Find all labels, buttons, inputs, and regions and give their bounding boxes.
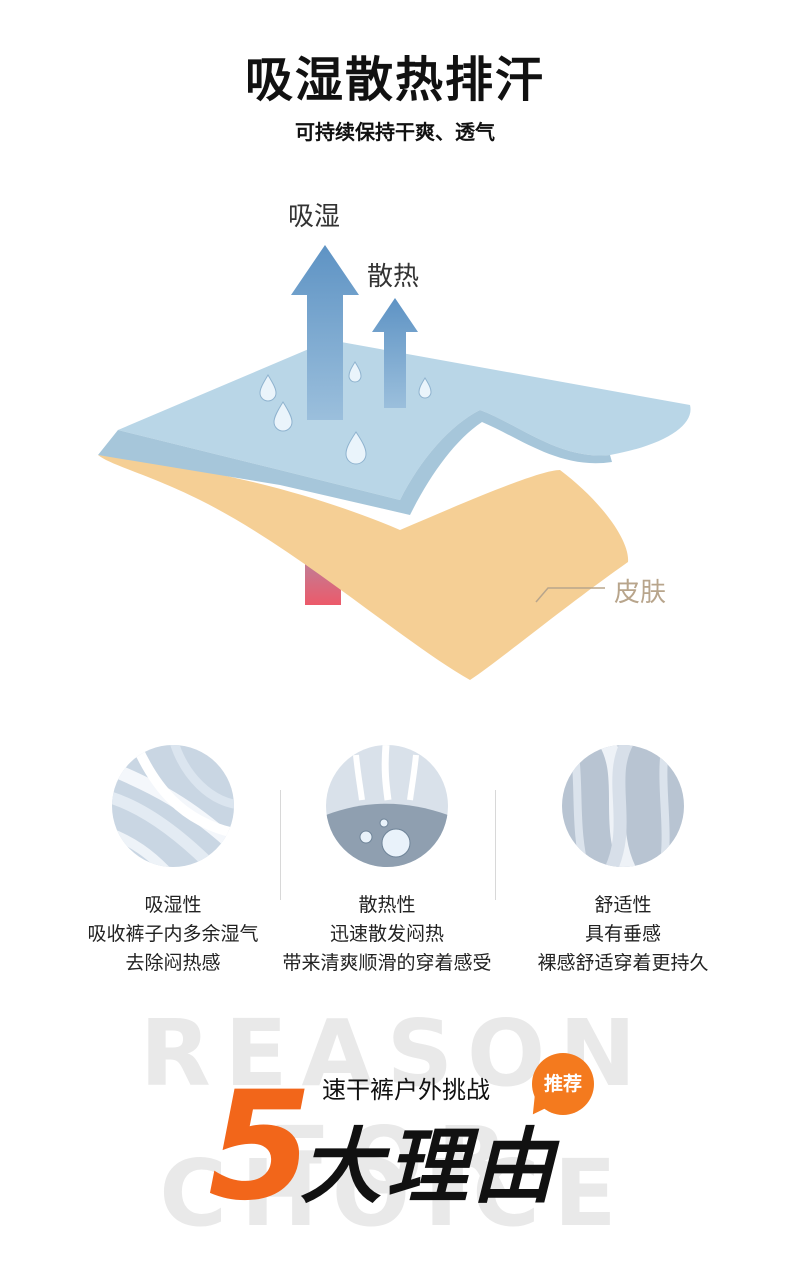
fabric-diagram	[98, 245, 691, 680]
water-drop	[418, 377, 432, 399]
skin-label: 皮肤	[614, 578, 667, 608]
water-drop	[273, 401, 293, 432]
fabric-layer	[118, 340, 691, 500]
feature-title: 舒适性	[594, 894, 652, 916]
page-subtitle: 可持续保持干爽、透气	[295, 120, 495, 144]
heat-label: 散热	[367, 262, 420, 292]
fabric-underside	[98, 410, 612, 515]
skin-pointer-line	[535, 587, 605, 603]
callout-text: 速干裤户外挑战	[322, 1076, 490, 1104]
twisted-fiber-image	[562, 745, 684, 867]
recommend-badge: 推荐	[532, 1053, 594, 1115]
heat-arrow	[372, 298, 418, 408]
divider	[495, 790, 496, 900]
feature-line: 具有垂感	[584, 923, 661, 945]
big-number: 5	[208, 1060, 313, 1234]
page-title: 吸湿散热排汗	[244, 52, 545, 108]
feature-comfort: 舒适性 具有垂感 裸感舒适穿着更持久	[498, 745, 748, 978]
moisture-label: 吸湿	[288, 202, 341, 232]
feature-title: 吸湿性	[144, 894, 202, 916]
feature-heat: 散热性 迅速散发闷热 带来清爽顺滑的穿着感受	[262, 745, 512, 978]
water-drop	[348, 361, 362, 383]
feature-line: 裸感舒适穿着更持久	[537, 952, 709, 974]
droplet-fabric-image	[326, 745, 448, 867]
feature-line: 去除闷热感	[125, 952, 221, 974]
feature-line: 带来清爽顺滑的穿着感受	[282, 952, 492, 974]
feature-line: 吸收裤子内多余湿气	[87, 923, 259, 945]
skin-layer	[98, 455, 629, 680]
feature-line: 迅速散发闷热	[329, 923, 444, 945]
divider	[280, 790, 281, 900]
moisture-arrow	[291, 245, 359, 420]
water-drop	[259, 374, 277, 402]
big-headline: 大理由	[300, 1120, 558, 1215]
bg-text-reason-for: REASON FOR	[139, 1000, 651, 1214]
feature-moisture: 吸湿性 吸收裤子内多余湿气 去除闷热感	[48, 745, 298, 978]
water-drop	[345, 431, 367, 465]
bg-text-choice: CHOICE	[159, 1140, 631, 1247]
feature-title: 散热性	[358, 894, 416, 916]
fiber-image	[112, 745, 234, 867]
